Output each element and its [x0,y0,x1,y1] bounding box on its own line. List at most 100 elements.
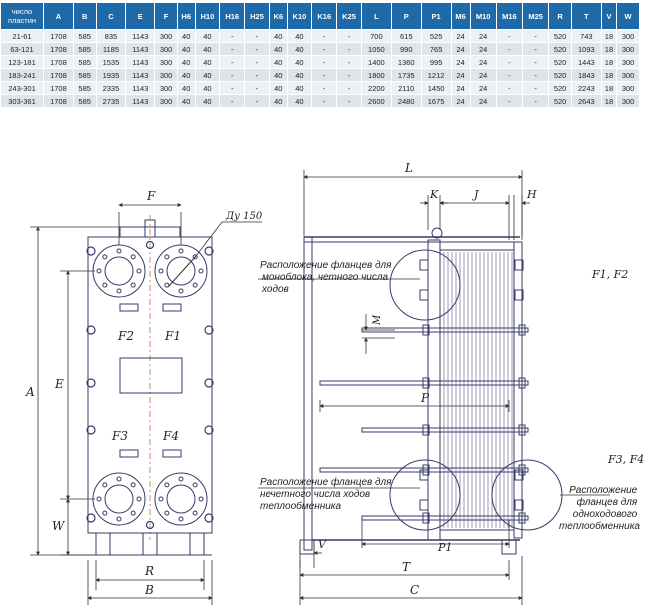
plate-pack [439,249,515,531]
table-cell: 520 [549,95,571,107]
flange-circle-odd [389,459,461,531]
flange-bolt-hole [192,510,198,516]
table-cell: 2200 [361,82,391,94]
table-cell: 743 [571,30,601,42]
tie-rod-nut [518,377,526,389]
note-mono-line-2: моноблока, четного числа [262,271,388,283]
tie-rod-nut [518,512,526,524]
tie-rod-nut [422,377,430,389]
table-cell: 520 [549,43,571,55]
col-header-m10: M10 [470,3,496,29]
port-nozzle [514,469,524,481]
table-cell: 40 [195,43,220,55]
table-cell: 1212 [421,69,451,81]
table-cell: 1400 [361,56,391,68]
foot-left [95,532,111,556]
col-header-h25: H25 [245,3,269,29]
col-header-w: W [617,3,639,29]
table-cell: 300 [155,56,177,68]
table-cell: 300 [617,95,639,107]
col-header-t: T [571,3,601,29]
table-cell: 765 [421,43,451,55]
dim-label-T: T [402,560,411,574]
table-cell: - [523,95,549,107]
table-cell: 585 [73,43,96,55]
table-cell: 700 [361,30,391,42]
col-header-m6: M6 [451,3,470,29]
table-cell: 615 [391,30,421,42]
bolt [204,425,214,435]
table-cell: - [337,56,361,68]
table-cell: 300 [155,82,177,94]
table-cell: 300 [617,43,639,55]
fixed-plate [427,239,441,541]
flange-bolt-hole [102,510,108,516]
table-cell: 24 [451,56,470,68]
col-header-h6: H6 [177,3,195,29]
tie-rod [319,467,529,473]
dim-label-M: M [372,314,383,326]
table-cell: 300 [617,56,639,68]
table-cell: 1143 [126,43,155,55]
note-mono-line-3: ходов [261,284,289,295]
table-cell: - [245,69,269,81]
col-header-c: C [96,3,126,29]
table-cell: 40 [269,43,287,55]
table-cell: - [337,82,361,94]
table-cell: 300 [617,82,639,94]
table-cell: - [337,95,361,107]
table-cell: 1050 [361,43,391,55]
table-cell: 1708 [44,30,73,42]
dim-label-E: E [54,377,64,391]
note-odd-line-2: нечетного числа ходов [260,489,370,500]
flange-bolt-hole [158,496,164,502]
table-cell: - [523,43,549,55]
table-cell: 1143 [126,95,155,107]
flange-bolt-hole [178,248,184,254]
dim-label-K: K [429,188,439,201]
table-cell: 183-241 [1,69,43,81]
table-cell: 300 [155,69,177,81]
port-label-f3: F3 [111,429,128,443]
col-header-v: V [601,3,617,29]
table-cell: 835 [96,30,126,42]
front-view [86,215,214,556]
table-cell: 40 [177,82,195,94]
table-cell: - [496,82,523,94]
flange-bolt-hole [102,282,108,288]
table-cell: - [245,56,269,68]
col-header-h10: H10 [195,3,220,29]
table-cell: - [337,43,361,55]
table-cell: 585 [73,82,96,94]
flange-bolt-hole [130,510,136,516]
col-header-a: A [44,3,73,29]
col-header-r: R [549,3,571,29]
side-view [299,227,563,555]
tie-rod [319,380,529,386]
tie-rod-nut [422,324,430,336]
table-cell: 24 [470,43,496,55]
col-header-k10: K10 [287,3,312,29]
dim-label-L: L [404,161,413,175]
table-cell: 1185 [96,43,126,55]
table-cell: 300 [617,69,639,81]
table-cell: 2110 [391,82,421,94]
table-cell: 1708 [44,95,73,107]
table-cell: 24 [451,82,470,94]
bolt [86,513,96,523]
table-cell: 40 [195,69,220,81]
table-cell: 1675 [421,95,451,107]
dim-label-P: P [420,391,430,405]
table-cell: - [312,56,337,68]
table-cell: - [220,69,245,81]
flange-bolt-hole [102,254,108,260]
flange-bolt-hole [192,254,198,260]
flange-bottom-right [154,472,208,526]
flange-bolt-hole [164,282,170,288]
